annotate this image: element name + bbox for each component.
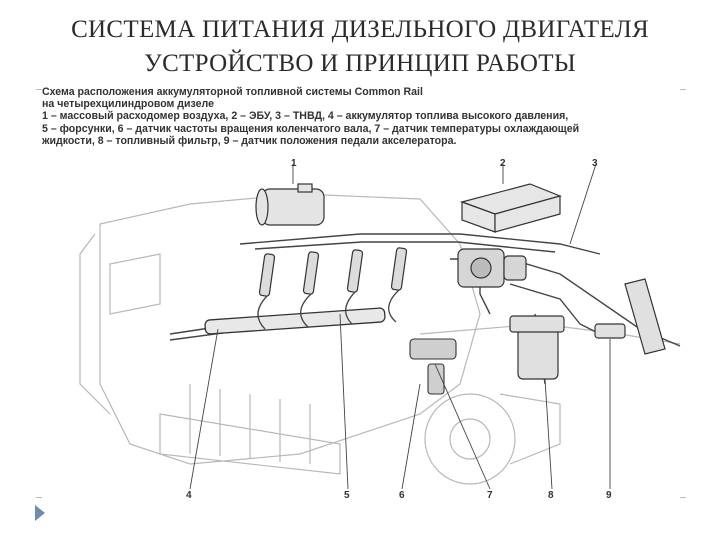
fuel-filter [509,315,565,380]
caption-line: 5 – форсунки, 6 – датчик частоты вращени… [42,122,580,135]
engine-outline [79,193,681,485]
slide-title: СИСТЕМА ПИТАНИЯ ДИЗЕЛЬНОГО ДВИГАТЕЛЯ [71,16,649,43]
frame-corner-tl [36,89,42,90]
common-rail-diagram [79,163,681,490]
callout-6: 6 [399,490,405,501]
injectors [258,247,408,297]
callout-3: 3 [592,158,598,169]
frame-corner-br [680,497,686,498]
frame-corner-bl [36,497,42,498]
ecu [459,183,562,233]
figure-caption: Схема расположения аккумуляторной топлив… [42,86,682,147]
frame-corner-tr [680,89,686,90]
callout-1: 1 [291,158,297,169]
caption-line: 1 – массовый расходомер воздуха, 2 – ЭБУ… [42,110,569,123]
callout-8: 8 [548,490,554,501]
callout-4: 4 [186,490,192,501]
high-pressure-pump [457,248,527,288]
fuel-rail [204,307,386,335]
caption-line: жидкости, 8 – топливный фильтр, 9 – датч… [42,134,457,147]
callout-7: 7 [487,490,493,501]
caption-line: на четырехцилиндровом дизеле [42,98,215,111]
slide-subtitle: УСТРОЙСТВО И ПРИНЦИП РАБОТЫ [144,50,576,77]
callout-5: 5 [344,490,350,501]
caption-line: Схема расположения аккумуляторной топлив… [42,86,423,98]
fuel-lines [169,233,681,385]
callout-leaders [189,163,611,490]
callout-2: 2 [500,158,506,169]
callout-9: 9 [606,490,612,501]
injector-pipes [257,289,400,330]
crankshaft-sensor-assembly [409,338,457,395]
bullet-arrow-icon [35,505,45,521]
accelerator-pedal [594,278,666,355]
mass-air-flow-sensor [255,183,325,226]
